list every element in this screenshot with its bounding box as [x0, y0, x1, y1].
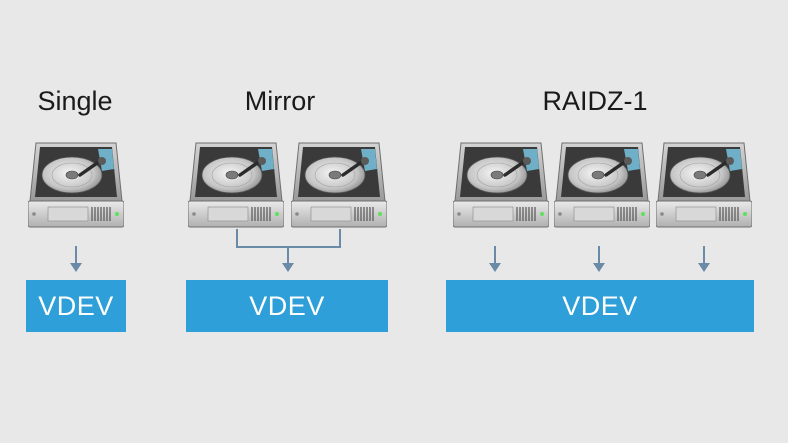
hard-drive-icon: [656, 139, 752, 229]
vdev-raidz1: VDEV: [446, 280, 754, 332]
hard-drive-icon: [188, 139, 284, 229]
group-title-mirror: Mirror: [244, 86, 316, 116]
vdev-single: VDEV: [26, 280, 126, 332]
arrow-down-icon: [70, 263, 82, 272]
vdev-mirror: VDEV: [186, 280, 388, 332]
group-title-raidz1: RAIDZ-1: [542, 86, 648, 116]
connector-line: [598, 246, 600, 264]
hard-drive-icon: [554, 139, 650, 229]
arrow-down-icon: [489, 263, 501, 272]
arrow-down-icon: [282, 263, 294, 272]
connector-line: [287, 246, 289, 264]
connector-line: [494, 246, 496, 264]
hard-drive-icon: [291, 139, 387, 229]
group-title-single: Single: [37, 86, 113, 116]
arrow-down-icon: [593, 263, 605, 272]
connector-line: [339, 229, 341, 248]
connector-line: [703, 246, 705, 264]
arrow-down-icon: [698, 263, 710, 272]
connector-line: [75, 246, 77, 264]
connector-line: [236, 229, 238, 248]
hard-drive-icon: [453, 139, 549, 229]
hard-drive-icon: [28, 139, 124, 229]
